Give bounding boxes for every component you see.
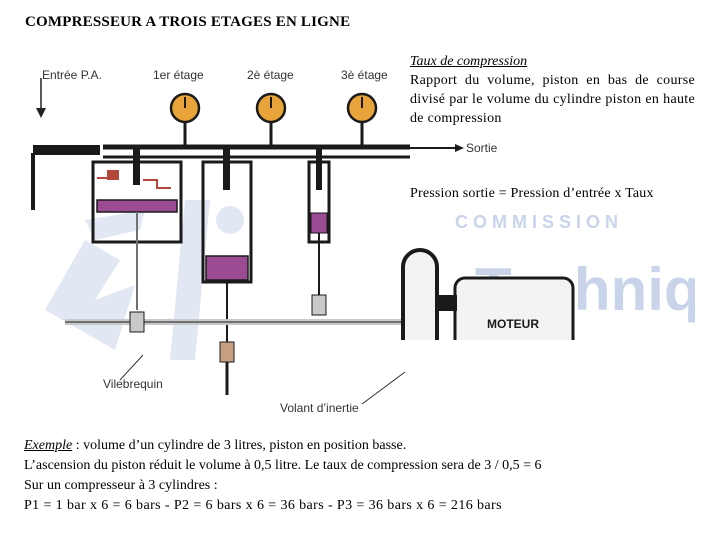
example-line-1-text: : volume d’un cylindre de 3 litres, pist… (72, 438, 407, 453)
outlet-arrow-icon (455, 144, 464, 152)
motor: MOTEUR (437, 276, 575, 340)
cylinder-2 (201, 145, 253, 350)
flywheel (401, 248, 439, 340)
stage1-gauge-icon (169, 92, 201, 147)
stage2-label: 2è étage (247, 68, 294, 82)
cylinder-3 (307, 145, 331, 300)
example-line-3: Sur un compresseur à 3 cylindres : (24, 478, 218, 493)
inlet-arrow-icon (36, 108, 46, 118)
compression-ratio-box: Taux de compression Rapport du volume, p… (410, 52, 695, 201)
pressure-formula: Pression sortie = Pression d’entrée x Ta… (410, 186, 654, 201)
crankshaft (65, 294, 405, 395)
compression-ratio-definition: Rapport du volume, piston en bas de cour… (410, 73, 695, 126)
stage2-gauge-icon (255, 92, 287, 147)
example-line-2: L’ascension du piston réduit le volume à… (24, 458, 542, 473)
inlet-label: Entrée P.A. (42, 68, 102, 82)
motor-illustration: COMMISSION Technique MOTEUR (401, 212, 695, 340)
stage3-gauge-icon (346, 92, 378, 147)
cylinder-1 (91, 145, 183, 310)
page-title: COMPRESSEUR A TROIS ETAGES EN LIGNE (25, 14, 351, 30)
crankshaft-label: Vilebrequin (103, 377, 163, 391)
stage1-label: 1er étage (153, 68, 204, 82)
compressor-diagram: Entrée P.A. 1er étage 2è étage 3è étage (25, 50, 410, 420)
motor-label: MOTEUR (487, 317, 539, 331)
compressor-illustration: Entrée P.A. 1er étage 2è étage 3è étage (31, 68, 410, 395)
watermark-commission: COMMISSION (455, 212, 623, 232)
flywheel-label: Volant d’inertie (280, 401, 359, 415)
stage2-piston (205, 255, 249, 281)
outlet-label: Sortie (466, 141, 498, 155)
example-block: Exemple : volume d’un cylindre de 3 litr… (24, 436, 714, 516)
example-line-4: P1 = 1 bar x 6 = 6 bars - P2 = 6 bars x … (24, 498, 502, 513)
compression-ratio-heading: Taux de compression (410, 54, 528, 69)
example-label: Exemple (24, 438, 73, 453)
example-line-1: Exemple : volume d’un cylindre de 3 litr… (24, 436, 714, 456)
stage3-label: 3è étage (341, 68, 388, 82)
